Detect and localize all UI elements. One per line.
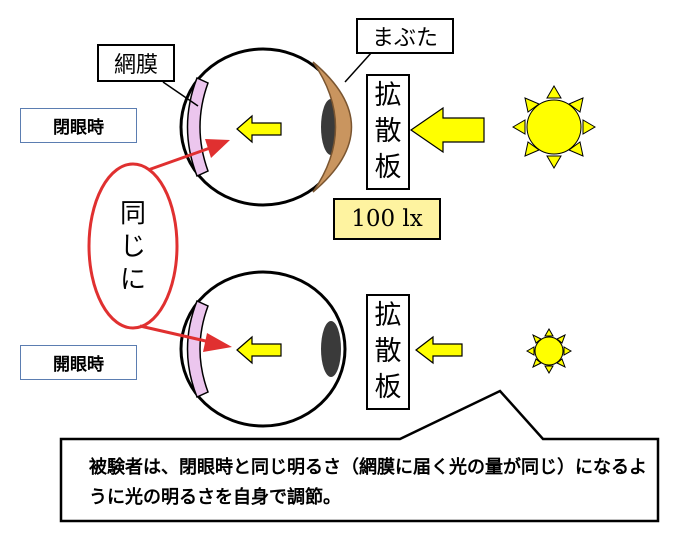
note-text: 被験者は、閉眼時と同じ明るさ（網膜に届く光の量が同じ）になるように光の明るさを自… (89, 457, 647, 508)
sun-icon-weak (525, 327, 573, 375)
diffuser-label-top: 拡 散 板 (366, 74, 410, 190)
arrow-icon-eye-open (236, 335, 282, 365)
arrow-icon-light-weak (415, 335, 463, 365)
eyelid-label: まぶた (356, 18, 454, 54)
illuminance-label: 100 lx (333, 198, 441, 240)
diffuser-char-1-bottom: 拡 (374, 300, 402, 331)
diffuser-label-bottom: 拡 散 板 (366, 294, 410, 410)
same-char-3: に (119, 264, 146, 295)
same-char-2: じ (119, 231, 146, 262)
eyelid-pointer (344, 51, 373, 83)
note-callout (59, 389, 660, 523)
diffuser-char-2-bottom: 散 (374, 336, 402, 367)
same-char-1: 同 (119, 198, 146, 229)
same-label: 同 じ に (111, 196, 155, 298)
sun-icon-strong (512, 85, 596, 169)
retina-pointer (162, 81, 199, 107)
eyes-closed-label: 閉眼時 (20, 108, 137, 143)
retina-open (186, 299, 209, 399)
retina-label: 網膜 (97, 44, 175, 82)
arrow-icon-eye-closed (236, 114, 282, 144)
arrow-icon-light-strong (409, 106, 485, 154)
diffuser-char-3-bottom: 板 (374, 372, 402, 403)
eyes-open-label: 開眼時 (20, 345, 137, 380)
red-arrow-bottom (139, 324, 232, 352)
diffuser-char-2: 散 (374, 116, 402, 147)
red-arrow-top (147, 139, 230, 172)
diffuser-char-1: 拡 (374, 80, 402, 111)
lens-open (321, 321, 341, 377)
diffuser-char-3: 板 (374, 152, 402, 183)
eyelid (312, 61, 353, 193)
same-oval (87, 162, 179, 330)
